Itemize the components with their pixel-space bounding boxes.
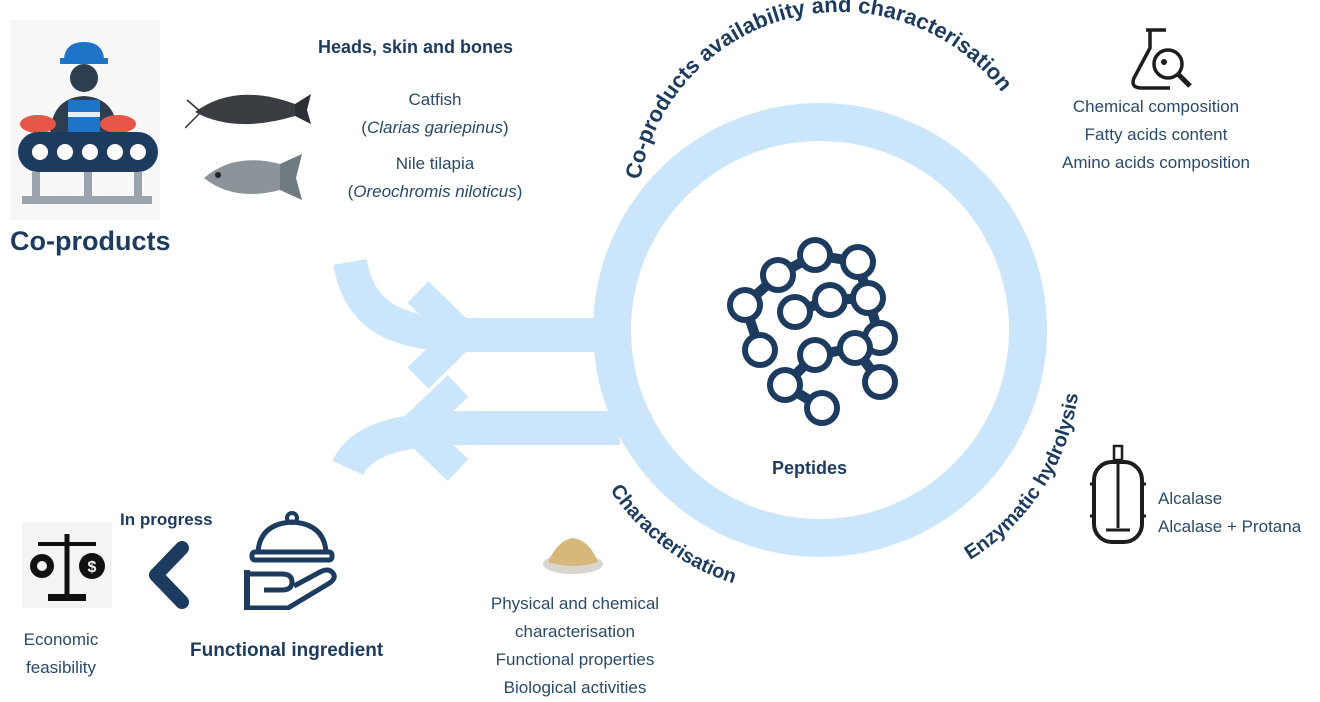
hydrolysis-item: Alcalase + Protana [1158, 517, 1302, 536]
characterisation-list: Physical and chemical characterisation F… [470, 590, 680, 702]
characterisation-item: Functional properties [495, 650, 655, 669]
tilapia-icon [204, 154, 302, 200]
reactor-icon [1090, 444, 1146, 544]
outgoing-flow [332, 411, 620, 476]
svg-text:$: $ [88, 559, 97, 576]
tilapia-label: Nile tilapia (Oreochromis niloticus) [347, 154, 523, 201]
coproducts-heading: Heads, skin and bones [318, 37, 514, 57]
catfish-label: Catfish (Clarias gariepinus) [361, 90, 509, 137]
coproducts-title: Co-products [10, 226, 171, 256]
peptide-chain-icon [727, 237, 898, 426]
scale-money-icon: $ [22, 522, 112, 608]
functional-ingredient-label: Functional ingredient [190, 640, 384, 661]
outgoing-arrowhead [392, 375, 469, 481]
analysis-item: Amino acids composition [1061, 153, 1251, 172]
in-progress-label: In progress [120, 510, 213, 529]
peptides-label: Peptides [772, 458, 848, 478]
hydrolysis-list: Alcalase Alcalase + Protana [1158, 485, 1301, 541]
flask-magnifier-icon [1131, 28, 1192, 90]
catfish-icon [185, 94, 311, 129]
analysis-list: Chemical composition Fatty acids content… [1040, 93, 1272, 177]
incoming-flow [333, 258, 620, 352]
characterisation-item: Physical and chemical [490, 594, 660, 613]
economic-label: Economic feasibility [23, 630, 99, 677]
hydrolysis-item: Alcalase [1158, 489, 1223, 508]
analysis-item: Chemical composition [1072, 97, 1240, 116]
analysis-item: Fatty acids content [1084, 125, 1228, 144]
incoming-arrowhead [407, 281, 484, 389]
chevron-left-icon [149, 541, 189, 609]
characterisation-item: characterisation [514, 622, 635, 641]
powder-dish-icon [543, 538, 603, 574]
worker-icon [10, 20, 160, 220]
characterisation-item: Biological activities [503, 678, 647, 697]
serving-hand-icon [244, 511, 337, 610]
